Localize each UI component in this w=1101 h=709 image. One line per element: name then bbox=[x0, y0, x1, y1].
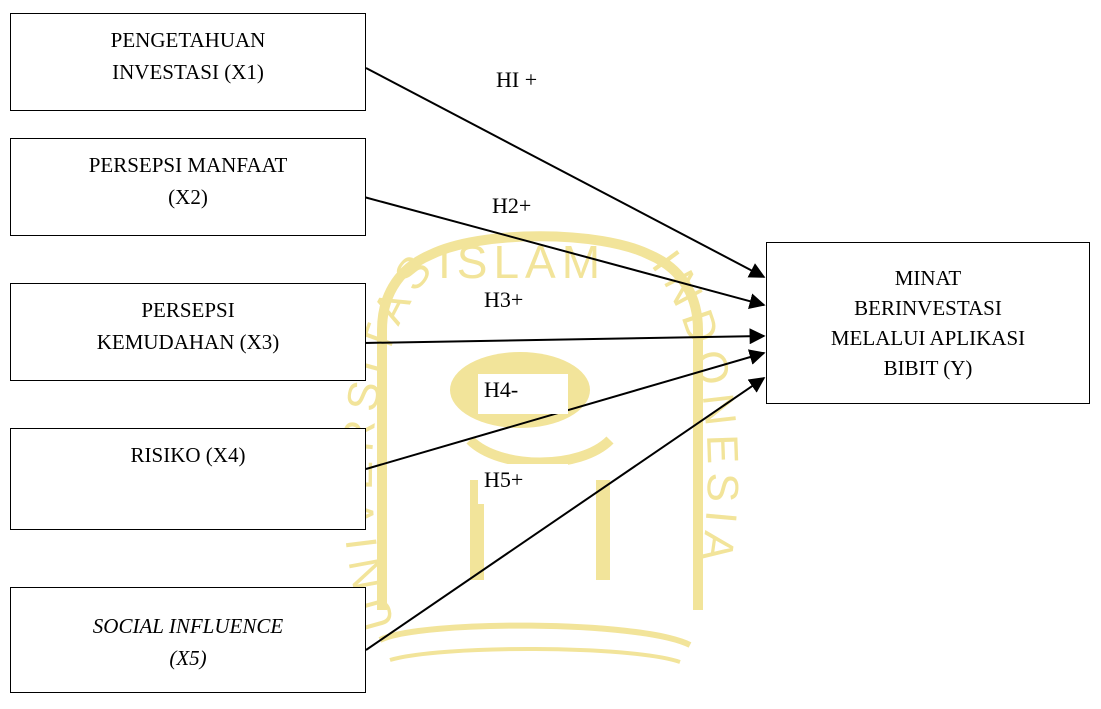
box-pengetahuan-investasi: PENGETAHUAN INVESTASI (X1) bbox=[10, 13, 366, 111]
logo-arc-text-top: ISLAM bbox=[438, 236, 606, 288]
box-y-line-4: BIBIT (Y) bbox=[883, 356, 973, 380]
hypothesis-label-h5: H5+ bbox=[478, 464, 568, 504]
box-x2-line-2: (X2) bbox=[168, 185, 208, 209]
hypothesis-label-h3: H3+ bbox=[478, 284, 568, 324]
arrow-x3-to-y bbox=[363, 328, 766, 345]
arrow-x5-to-y bbox=[365, 377, 766, 651]
box-x3-line-1: PERSEPSI bbox=[141, 298, 235, 322]
box-x5-line-2: (X5) bbox=[169, 646, 207, 670]
box-risiko: RISIKO (X4) bbox=[10, 428, 366, 530]
box-x3-line-2: KEMUDAHAN (X3) bbox=[96, 330, 280, 354]
logo-emblem bbox=[377, 231, 703, 610]
box-minat-berinvestasi: MINAT BERINVESTASI MELALUI APLIKASI BIBI… bbox=[766, 242, 1090, 404]
box-y-line-3: MELALUI APLIKASI bbox=[830, 326, 1026, 350]
box-persepsi-manfaat: PERSEPSI MANFAAT (X2) bbox=[10, 138, 366, 236]
hypothesis-label-h1: HI + bbox=[496, 67, 538, 92]
box-x5-line-1: SOCIAL INFLUENCE bbox=[92, 614, 284, 638]
arrow-x1-to-y bbox=[365, 67, 766, 278]
hypothesis-label-h2: H2+ bbox=[492, 193, 532, 218]
hypothesis-label-h4: H4- bbox=[478, 374, 568, 414]
box-y-line-1: MINAT bbox=[894, 266, 962, 290]
box-x1-line-2: INVESTASI (X1) bbox=[112, 60, 264, 84]
arrow-x2-to-y bbox=[363, 196, 766, 309]
box-y-line-2: BERINVESTASI bbox=[854, 296, 1002, 320]
box-x4-line-1: RISIKO (X4) bbox=[130, 443, 246, 467]
box-x1-line-1: PENGETAHUAN bbox=[110, 28, 266, 52]
box-social-influence: SOCIAL INFLUENCE (X5) bbox=[10, 587, 366, 693]
box-persepsi-kemudahan: PERSEPSI KEMUDAHAN (X3) bbox=[10, 283, 366, 381]
box-x2-line-1: PERSEPSI MANFAAT bbox=[88, 153, 288, 177]
